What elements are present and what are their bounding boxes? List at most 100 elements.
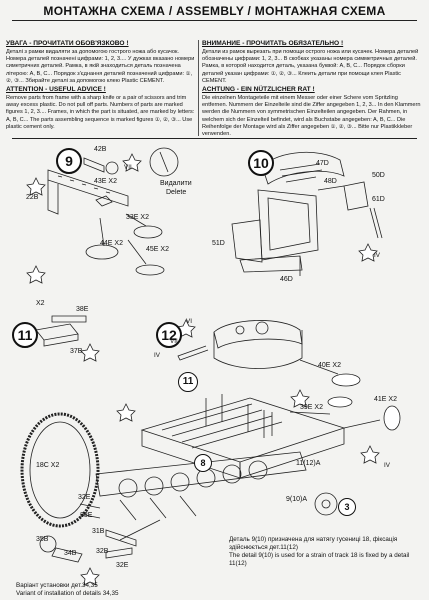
track-18c-inner — [29, 421, 91, 519]
note-en: The detail 9(10) is used for a strain of… — [229, 552, 410, 567]
part-61d — [369, 207, 383, 239]
star-7 — [290, 389, 310, 408]
star-10 — [80, 567, 100, 586]
label-delete-ua: Видалити — [160, 180, 192, 187]
star-9 — [360, 445, 380, 464]
step-10-badge: 10 — [248, 150, 274, 176]
part-40e-disc — [331, 373, 361, 387]
part-44e — [85, 244, 119, 260]
step-3-badge: 3 — [338, 498, 356, 516]
label-38e: 38E — [76, 306, 89, 313]
label-44e: 44E X2 — [100, 240, 123, 247]
road-wheel-2 — [144, 476, 164, 496]
step-8-badge: 8 — [194, 454, 212, 472]
label-35b: 35B — [36, 536, 49, 543]
label-37b: 37B — [70, 348, 83, 355]
column-divider — [198, 40, 199, 136]
hull-deck-grid — [161, 403, 283, 449]
part-34b — [51, 547, 83, 563]
en-heading: ATTENTION - USEFUL ADVICE ! — [6, 86, 106, 94]
leader-39e — [289, 411, 331, 415]
part-46d — [239, 255, 303, 273]
star-5 — [80, 343, 100, 362]
label-11-12a: 11(12)A — [296, 460, 321, 467]
label-40e: 40E X2 — [318, 362, 341, 369]
label-iv: IV — [374, 252, 380, 259]
track-18c — [20, 412, 100, 528]
label-43e: 43E X2 — [94, 178, 117, 185]
part-47d — [261, 151, 345, 185]
label-33e-b: 33E — [80, 512, 93, 519]
ru-heading: ВНИМАНИЕ - ПРОЧИТАТЬ ОБЯЗАТЕЛЬНО ! — [202, 40, 344, 47]
star-2 — [26, 177, 46, 196]
part-42b — [83, 157, 105, 173]
label-46d: 46D — [280, 276, 293, 283]
step10-leader — [299, 185, 345, 276]
section-divider — [12, 138, 417, 139]
road-wheel-3 — [170, 472, 190, 492]
label-45e: 45E X2 — [146, 246, 169, 253]
label-42b: 42B — [94, 146, 107, 153]
turret-gun — [177, 345, 209, 361]
part-42b-disc — [105, 161, 119, 175]
part-31b — [105, 529, 137, 547]
part-47d-grid — [279, 163, 323, 183]
label-31b: 31B — [92, 528, 105, 535]
turret-hatch — [255, 321, 269, 335]
hull-front — [141, 430, 241, 479]
part-37b-side — [43, 334, 79, 347]
road-wheel-5 — [222, 464, 242, 484]
label-iv-b: IV — [154, 352, 160, 359]
part-41e-disc — [383, 405, 401, 431]
road-wheel-1 — [118, 478, 138, 498]
part-45e — [135, 264, 165, 276]
star-3 — [26, 265, 46, 284]
note-ua: Деталь 9(10) призначена для натягу гусен… — [229, 536, 398, 551]
part-51d — [231, 219, 263, 263]
leader-40e — [299, 359, 339, 375]
idler-wheel — [314, 492, 338, 516]
label-18c: 18C X2 — [36, 462, 60, 469]
ua-heading: УВАГА - ПРОЧИТАТИ ОБОВ'ЯЗКОВО ! — [6, 40, 129, 47]
variant-ua: Варіант установки дет.34,35 — [16, 582, 98, 589]
en-text: Remove parts from frame with a sharp kni… — [6, 95, 195, 130]
part-32b — [105, 547, 133, 559]
bogie-arms — [119, 495, 197, 541]
step9-leader-a — [99, 213, 147, 265]
part-37b — [35, 323, 79, 341]
label-51d: 51D — [212, 240, 225, 247]
label-9-10a: 9(10)A — [286, 496, 308, 503]
page-title: МОНТАЖНА СХЕМА / ASSEMBLY / МОНТАЖНАЯ СХ… — [43, 4, 386, 18]
label-vi: VI — [186, 318, 192, 325]
leader-41e — [343, 419, 381, 429]
label-vii: VII — [124, 164, 132, 171]
part-39e-disc — [327, 396, 353, 408]
turret-top — [213, 320, 303, 349]
instructions-right: ВНИМАНИЕ - ПРОЧИТАТЬ ОБЯЗАТЕЛЬНО ! Детал… — [202, 40, 424, 139]
label-delete-en: Delete — [166, 189, 187, 196]
title-rule — [12, 20, 417, 21]
part-43e — [95, 195, 113, 207]
part-33e — [133, 225, 163, 239]
label-vii-b: VII — [170, 338, 178, 345]
hull-supports — [205, 394, 273, 438]
label-39e: 39E X2 — [300, 404, 323, 411]
step-11-sub-badge: 11 — [178, 372, 198, 392]
label-41e: 41E X2 — [374, 396, 397, 403]
turret-hatch-b — [235, 325, 245, 335]
label-22b: 22B — [26, 194, 39, 201]
turret-body — [213, 330, 303, 369]
step-11-badge: 11 — [12, 322, 38, 348]
star-8 — [116, 403, 136, 422]
road-wheel-6 — [248, 460, 268, 480]
label-50d: 50D — [372, 172, 385, 179]
label-34b: 34B — [64, 550, 77, 557]
step-12-badge: 12 — [156, 322, 182, 348]
part-22b-plate — [47, 169, 129, 207]
instructions-left: УВАГА - ПРОЧИТАТИ ОБОВ'ЯЗКОВО ! Деталі з… — [6, 40, 196, 132]
variant-en: Variant of installation of details 34,35 — [16, 589, 119, 597]
label-iv-c: IV — [384, 462, 390, 469]
ua-text: Деталі з рамки видаляти за допомогою гос… — [6, 49, 195, 84]
